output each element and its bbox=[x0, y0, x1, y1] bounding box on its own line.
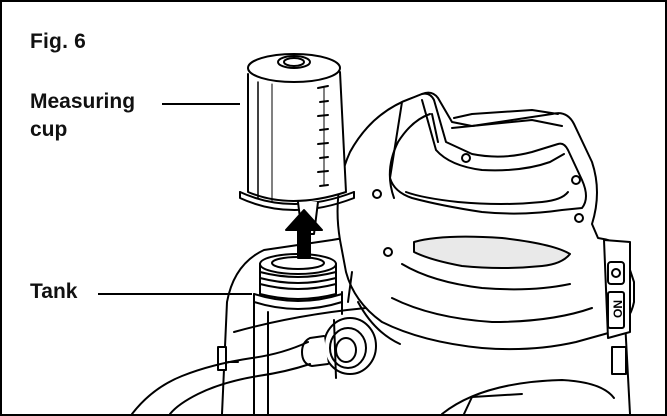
switch-label-text: ON bbox=[611, 300, 625, 318]
tank-callout: Tank bbox=[30, 280, 78, 303]
on-switch-label: ON bbox=[611, 300, 625, 318]
tank-leader-line bbox=[98, 293, 252, 295]
measuring-cup-callout-line2: cup bbox=[30, 118, 68, 141]
measuring-cup-callout: Measuring cup bbox=[30, 88, 170, 144]
measuring-cup-callout-line1: Measuring bbox=[30, 90, 136, 113]
hose bbox=[131, 341, 311, 414]
motor-head bbox=[336, 91, 635, 351]
measuring-cup-leader-line bbox=[162, 103, 240, 105]
figure-label: Fig. 6 bbox=[30, 30, 87, 53]
measuring-cup bbox=[239, 53, 355, 235]
up-arrow bbox=[285, 209, 323, 259]
hose-port bbox=[301, 317, 377, 379]
